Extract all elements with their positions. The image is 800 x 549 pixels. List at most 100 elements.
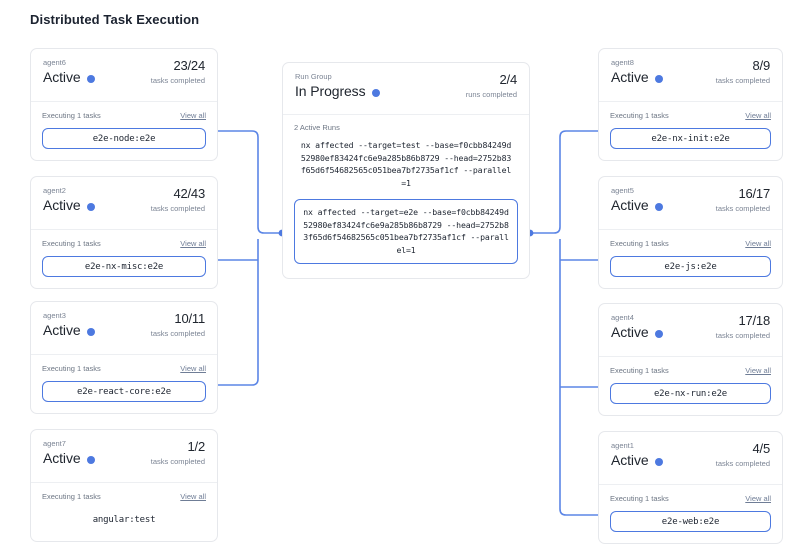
agent-card-agent3[interactable]: agent3 Active 10/11 tasks completed Exec…	[30, 301, 218, 414]
task-count-label: tasks completed	[715, 459, 770, 468]
executing-label: Executing 1 tasks	[42, 492, 101, 501]
agent-card-agent2[interactable]: agent2 Active 42/43 tasks completed Exec…	[30, 176, 218, 289]
agent-card-header: agent3 Active 10/11 tasks completed	[31, 302, 217, 355]
run-count-label: runs completed	[465, 90, 517, 99]
agent-card-header: agent6 Active 23/24 tasks completed	[31, 49, 217, 102]
agent-status: Active	[611, 69, 770, 86]
agent-card-body: Executing 1 tasks View all e2e-nx-init:e…	[599, 102, 782, 160]
task-pill[interactable]: e2e-nx-misc:e2e	[42, 256, 206, 277]
status-dot-icon	[86, 455, 95, 464]
status-label: In Progress	[295, 83, 366, 99]
run-group-card[interactable]: Run Group In Progress 2/4 runs completed…	[282, 62, 530, 279]
task-count: 4/5	[752, 441, 771, 456]
task-count-label: tasks completed	[715, 76, 770, 85]
agent-name: agent6	[43, 58, 66, 67]
agent-card-agent4[interactable]: agent4 Active 17/18 tasks completed Exec…	[598, 303, 783, 416]
agent-card-agent8[interactable]: agent8 Active 8/9 tasks completed Execut…	[598, 48, 783, 161]
executing-row: Executing 1 tasks View all	[42, 364, 206, 373]
page-title: Distributed Task Execution	[30, 12, 200, 27]
agent-card-agent6[interactable]: agent6 Active 23/24 tasks completed Exec…	[30, 48, 218, 161]
run-group-status: In Progress	[295, 83, 517, 100]
agent-status: Active	[43, 197, 205, 214]
task-pill[interactable]: e2e-node:e2e	[42, 128, 206, 149]
view-all-link[interactable]: View all	[745, 239, 771, 248]
agent-status: Active	[43, 322, 205, 339]
task-count: 16/17	[738, 186, 770, 201]
agent-card-body: Executing 1 tasks View all e2e-node:e2e	[31, 102, 217, 160]
agent-name: agent3	[43, 311, 66, 320]
task-count-label: tasks completed	[150, 76, 205, 85]
executing-label: Executing 1 tasks	[42, 239, 101, 248]
task-count: 10/11	[174, 311, 205, 326]
status-label: Active	[611, 452, 649, 468]
agent-status: Active	[611, 324, 770, 341]
agent-status: Active	[611, 197, 770, 214]
status-label: Active	[43, 69, 81, 85]
task-count: 1/2	[187, 439, 206, 454]
agent-name: agent7	[43, 439, 66, 448]
agent-name: agent1	[611, 441, 634, 450]
agent-status: Active	[43, 450, 205, 467]
agent-card-agent7[interactable]: agent7 Active 1/2 tasks completed Execut…	[30, 429, 218, 542]
status-label: Active	[43, 322, 81, 338]
task-count: 23/24	[173, 58, 205, 73]
task-label[interactable]: angular:test	[92, 514, 156, 525]
agent-card-header: agent7 Active 1/2 tasks completed	[31, 430, 217, 483]
view-all-link[interactable]: View all	[180, 364, 206, 373]
executing-row: Executing 1 tasks View all	[42, 239, 206, 248]
run-group-header: Run Group In Progress 2/4 runs completed	[283, 63, 529, 115]
agent-status: Active	[611, 452, 770, 469]
task-pill[interactable]: e2e-nx-init:e2e	[610, 128, 771, 149]
run-command-1[interactable]: nx affected --target=test --base=f0cbb84…	[300, 140, 512, 188]
agent-card-agent5[interactable]: agent5 Active 16/17 tasks completed Exec…	[598, 176, 783, 289]
active-runs-label: 2 Active Runs	[294, 123, 340, 132]
run-command-2-box[interactable]: nx affected --target=e2e --base=f0cbb842…	[294, 199, 518, 264]
task-count-label: tasks completed	[715, 204, 770, 213]
status-dot-icon	[654, 329, 663, 338]
agent-card-header: agent8 Active 8/9 tasks completed	[599, 49, 782, 102]
task-count: 42/43	[173, 186, 205, 201]
view-all-link[interactable]: View all	[745, 111, 771, 120]
task-count: 8/9	[752, 58, 771, 73]
agent-card-header: agent5 Active 16/17 tasks completed	[599, 177, 782, 230]
view-all-link[interactable]: View all	[745, 494, 771, 503]
run-command-2: nx affected --target=e2e --base=f0cbb842…	[303, 207, 509, 255]
agent-card-body: Executing 1 tasks View all e2e-react-cor…	[31, 355, 217, 413]
executing-label: Executing 1 tasks	[610, 111, 669, 120]
view-all-link[interactable]: View all	[180, 111, 206, 120]
executing-row: Executing 1 tasks View all	[42, 492, 206, 501]
agent-card-body: Executing 1 tasks View all e2e-nx-misc:e…	[31, 230, 217, 288]
status-label: Active	[611, 324, 649, 340]
task-pill[interactable]: e2e-web:e2e	[610, 511, 771, 532]
run-count: 2/4	[499, 72, 518, 87]
status-dot-icon	[371, 88, 380, 97]
executing-row: Executing 1 tasks View all	[610, 111, 771, 120]
agent-card-header: agent1 Active 4/5 tasks completed	[599, 432, 782, 485]
executing-row: Executing 1 tasks View all	[610, 239, 771, 248]
agent-card-agent1[interactable]: agent1 Active 4/5 tasks completed Execut…	[598, 431, 783, 544]
agent-name: agent2	[43, 186, 66, 195]
executing-row: Executing 1 tasks View all	[610, 366, 771, 375]
task-pill[interactable]: e2e-react-core:e2e	[42, 381, 206, 402]
task-count-label: tasks completed	[150, 457, 205, 466]
agent-card-body: Executing 1 tasks View all angular:test	[31, 483, 217, 541]
agent-name: agent4	[611, 313, 634, 322]
view-all-link[interactable]: View all	[180, 239, 206, 248]
agent-card-body: Executing 1 tasks View all e2e-js:e2e	[599, 230, 782, 288]
status-dot-icon	[654, 202, 663, 211]
agent-card-header: agent2 Active 42/43 tasks completed	[31, 177, 217, 230]
executing-row: Executing 1 tasks View all	[42, 111, 206, 120]
view-all-link[interactable]: View all	[180, 492, 206, 501]
agent-card-body: Executing 1 tasks View all e2e-nx-run:e2…	[599, 357, 782, 415]
task-count-label: tasks completed	[715, 331, 770, 340]
status-label: Active	[43, 197, 81, 213]
view-all-link[interactable]: View all	[745, 366, 771, 375]
task-count: 17/18	[738, 313, 770, 328]
task-pill[interactable]: e2e-nx-run:e2e	[610, 383, 771, 404]
status-label: Active	[611, 69, 649, 85]
task-pill[interactable]: e2e-js:e2e	[610, 256, 771, 277]
status-label: Active	[611, 197, 649, 213]
status-label: Active	[43, 450, 81, 466]
status-dot-icon	[86, 202, 95, 211]
status-dot-icon	[86, 74, 95, 83]
